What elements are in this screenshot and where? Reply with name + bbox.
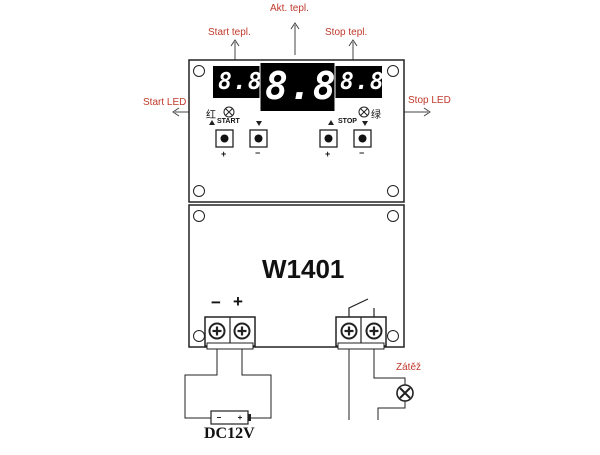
stop-display bbox=[335, 66, 382, 98]
start-minus-label: − bbox=[255, 148, 261, 158]
stop-down-icon bbox=[362, 121, 368, 126]
mount-hole-bl bbox=[193, 185, 205, 197]
load-label: Zátěž bbox=[396, 362, 422, 373]
akt-tepl-label: Akt. tepl. bbox=[270, 3, 309, 14]
start-tepl-label: Start tepl. bbox=[208, 27, 251, 38]
start-led-label: Start LED bbox=[143, 97, 187, 108]
model-label: W1401 bbox=[262, 254, 345, 284]
stop-led-arrowhead bbox=[423, 107, 431, 117]
start-plus-button-cap bbox=[220, 134, 229, 143]
start-led-icon bbox=[223, 106, 235, 118]
stop-label: STOP bbox=[338, 118, 357, 125]
start-down-icon bbox=[256, 121, 262, 126]
mount-hole-tr bbox=[387, 65, 399, 77]
mount-hole-br bbox=[387, 185, 399, 197]
start-label: START bbox=[217, 118, 240, 125]
relay-switch-icon bbox=[348, 298, 369, 317]
current-display-value: 8.8 bbox=[265, 64, 337, 108]
power-terminal-block bbox=[204, 316, 256, 350]
start-display-value: 8.8 bbox=[218, 69, 263, 95]
mount-hole-tl bbox=[193, 65, 205, 77]
start-tepl-arrowhead bbox=[230, 39, 240, 47]
relay-terminal-block bbox=[335, 316, 387, 350]
stop-up-icon bbox=[328, 120, 334, 125]
start-display bbox=[213, 66, 260, 98]
stop-plus-label: + bbox=[325, 149, 331, 159]
load-wires bbox=[348, 349, 406, 420]
stop-led-icon bbox=[358, 106, 370, 118]
stop-led-label: Stop LED bbox=[408, 95, 451, 106]
start-up-icon bbox=[209, 120, 215, 125]
power-plus-label: + bbox=[233, 292, 243, 311]
battery-icon bbox=[210, 410, 249, 425]
stop-tepl-arrowhead bbox=[348, 39, 358, 47]
stop-plus-button-cap bbox=[324, 134, 333, 143]
stop-minus-label: − bbox=[359, 148, 365, 158]
mount-hole-lower-br bbox=[387, 330, 399, 342]
dc-voltage-label: DC12V bbox=[204, 425, 255, 442]
start-plus-label: + bbox=[221, 149, 227, 159]
akt-tepl-arrowhead bbox=[290, 22, 300, 30]
stop-minus-button-cap bbox=[358, 134, 367, 143]
red-led-char: 红 bbox=[206, 110, 216, 121]
buttons bbox=[215, 129, 372, 148]
mount-hole-lower-tr bbox=[387, 210, 399, 222]
power-wires bbox=[184, 349, 272, 419]
green-led-char: 绿 bbox=[371, 110, 381, 121]
stop-display-value: 8.8 bbox=[340, 69, 385, 95]
mount-hole-lower-tl bbox=[193, 210, 205, 222]
power-minus-label: − bbox=[211, 293, 221, 312]
start-led-arrowhead bbox=[172, 107, 180, 117]
current-display bbox=[260, 63, 335, 111]
start-minus-button-cap bbox=[254, 134, 263, 143]
stop-tepl-label: Stop tepl. bbox=[325, 27, 368, 38]
